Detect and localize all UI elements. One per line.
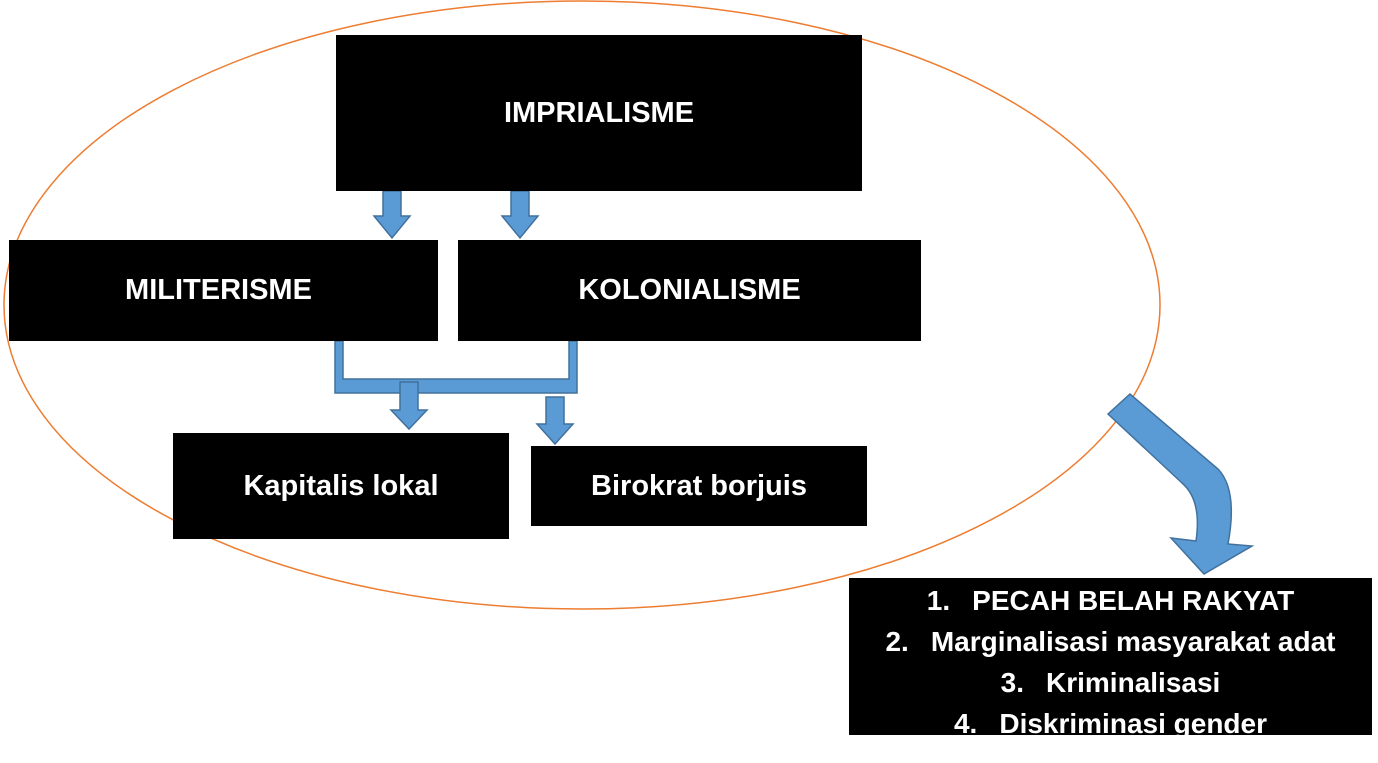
node-militarism-label: MILITERISME — [125, 274, 312, 306]
consequences-box: 1. PECAH BELAH RAKYAT 2. Marginalisasi m… — [849, 578, 1372, 735]
node-imperialism: IMPRIALISME — [336, 35, 862, 191]
node-colonialism: KOLONIALISME — [458, 240, 921, 341]
arrow-to-bourgeois-bureaucrat — [535, 396, 575, 446]
consequence-item: 4. Diskriminasi gender — [954, 703, 1267, 735]
consequence-text: Marginalisasi masyarakat adat — [930, 626, 1336, 657]
node-bourgeois-bureaucrat: Birokrat borjuis — [531, 446, 867, 526]
grouping-ellipse — [3, 0, 1161, 610]
consequence-text: Diskriminasi gender — [999, 708, 1267, 735]
arrow-imperialism-to-militarism — [372, 190, 412, 240]
node-imperialism-label: IMPRIALISME — [503, 96, 695, 129]
node-local-capitalist-label: Kapitalis lokal — [243, 469, 439, 502]
consequence-text: Kriminalisasi — [1046, 667, 1221, 698]
consequence-item: 3. Kriminalisasi — [1001, 662, 1221, 703]
curved-arrow-to-consequences — [1106, 393, 1255, 575]
consequence-number: 1. — [926, 585, 951, 616]
node-bourgeois-bureaucrat-label: Birokrat borjuis — [591, 469, 807, 502]
bracket-connector — [334, 340, 578, 394]
arrow-imperialism-to-colonialism — [500, 190, 540, 240]
consequence-item: 2. Marginalisasi masyarakat adat — [885, 621, 1335, 662]
arrow-to-local-capitalist — [389, 381, 429, 431]
node-colonialism-label: KOLONIALISME — [578, 274, 801, 306]
consequence-text: PECAH BELAH RAKYAT — [972, 585, 1295, 616]
consequence-number: 4. — [953, 708, 978, 735]
node-militarism: MILITERISME — [9, 240, 438, 341]
node-local-capitalist: Kapitalis lokal — [173, 433, 509, 539]
consequence-item: 1. PECAH BELAH RAKYAT — [927, 580, 1294, 621]
consequence-number: 3. — [1000, 667, 1025, 698]
consequence-number: 2. — [885, 626, 909, 657]
